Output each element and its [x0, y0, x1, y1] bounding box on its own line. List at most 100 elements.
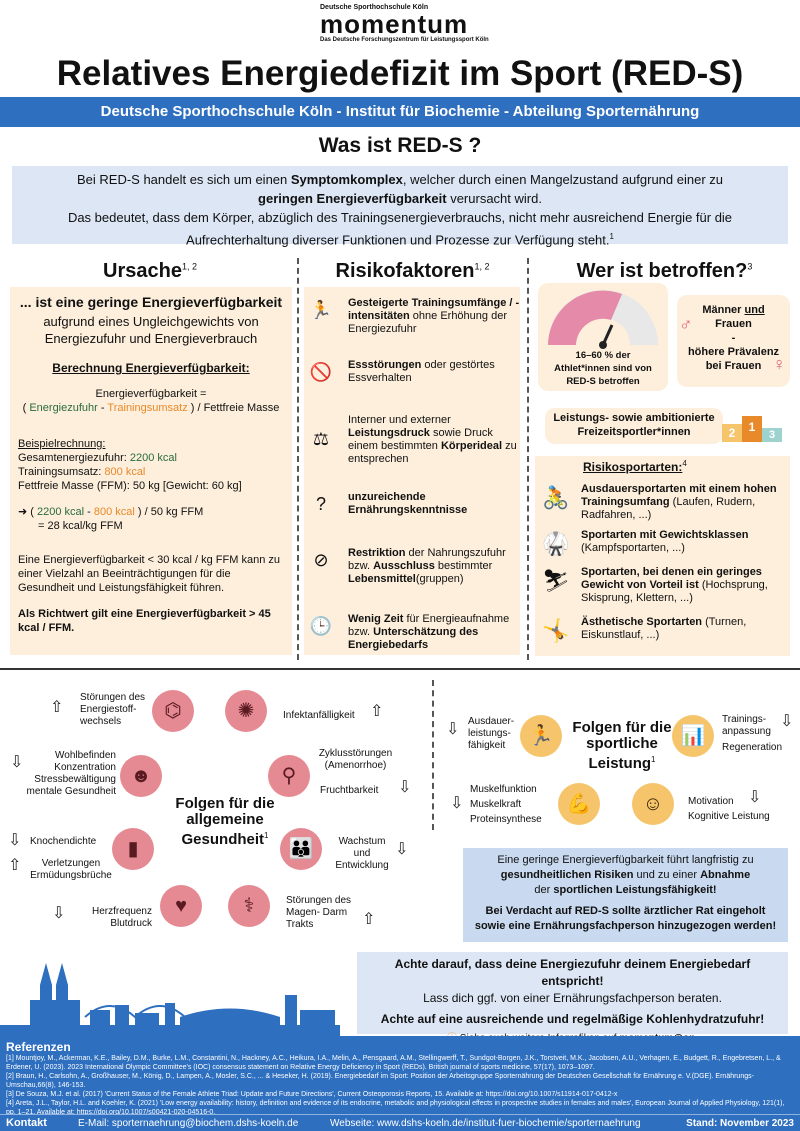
label-line: und: [353, 848, 371, 859]
health-ref: 1: [264, 831, 269, 840]
label-line: Stressbewältigung: [34, 774, 116, 785]
arrow-down-icon: ⇩: [446, 721, 460, 738]
arrow-up-icon: ⇧: [8, 857, 22, 874]
contact-email-link[interactable]: E-Mail: sporternaehrung@biochem.dshs-koe…: [78, 1118, 299, 1129]
label-line: Proteinsynthese: [470, 814, 542, 825]
label-line: Entwicklung: [335, 860, 389, 871]
institution-banner: Deutsche Sporthochschule Köln - Institut…: [0, 97, 800, 127]
gender-text: Männer: [702, 304, 745, 316]
reference-item: [3] De Souza, M.J. et al. (2017) 'Curren…: [6, 1091, 618, 1098]
ursache-note: Eine Energieverfügbarkeit < 30 kcal / kg…: [18, 554, 280, 594]
sport-bold: Ästhetische Sportarten: [581, 616, 703, 628]
ursache-heading: Ursache1, 2: [10, 260, 290, 283]
label-line: Verletzungen: [41, 858, 101, 869]
risk-text: sowie Druck einem bestimmten: [348, 427, 493, 452]
prevalence-gauge: [548, 290, 658, 349]
formula-energiezufuhr: Energiezufuhr: [29, 402, 98, 414]
sports-title: Risikosportarten:4: [583, 459, 687, 474]
label-line: Ausdauer-: [468, 716, 515, 727]
arrow-up-icon: ⇧: [50, 699, 64, 716]
intro-bold: Symptomkomplex: [290, 172, 403, 187]
podium-icon: 2 1 3: [722, 416, 782, 442]
prevalence-line: RED-S betroffen: [566, 376, 640, 387]
label-line: mentale Gesundheit: [26, 786, 116, 797]
arrow-down-icon: ⇩: [52, 905, 66, 922]
risk-box: 🏃 Gesteigerte Trainingsumfänge / -intens…: [304, 287, 520, 655]
bacteria-icon: ✺: [225, 690, 267, 732]
page-title: Relatives Energiedefizit im Sport (RED-S…: [56, 54, 744, 93]
sport-text: (Hochsprung, Skisprung, Klettern, ...): [581, 579, 768, 604]
risk-text: zu entsprechen: [348, 440, 517, 465]
muscle-icon: 💪: [558, 783, 600, 825]
label-line: Muskelkraft: [470, 799, 522, 810]
label-bone-density: Knochendichte: [30, 836, 97, 847]
reference-item: [4] Areta, J.L., Taylor, H.L. and Koehle…: [6, 1100, 785, 1116]
question-bubble-icon: ?: [315, 494, 326, 514]
arrow-down-icon: ⇩: [8, 832, 22, 849]
section-heading-what-is: Was ist RED-S ?: [318, 134, 482, 157]
warning-bold: gesundheitlichen Risiken: [500, 869, 634, 881]
arrow-up-icon: ⇧: [362, 911, 376, 928]
calc-title: Berechnung Energieverfügbarkeit:: [52, 361, 250, 375]
risk-text: (gruppen): [415, 573, 464, 585]
risk-bold: Restriktion: [348, 547, 406, 559]
label-line: Blutdruck: [110, 918, 152, 929]
label-line: fähigkeit: [468, 740, 506, 751]
risk-bold: Leistungsdruck: [348, 427, 430, 439]
section-divider: [0, 668, 800, 670]
warning-box: Eine geringe Energieverfügbarkeit führt …: [463, 848, 788, 942]
gender-box: Männer und Frauen - höhere Prävalenz bei…: [677, 295, 790, 387]
podium-second: 2: [722, 424, 742, 442]
ursache-lead2: aufgrund eines Ungleichgewichts von Ener…: [43, 314, 259, 346]
label-line: Zyklusstörungen: [318, 748, 393, 759]
arrow-down-icon: ⇩: [395, 841, 409, 858]
label-endurance: Ausdauer- leistungs- fähigkeit: [468, 716, 518, 752]
intro-text: Bei RED-S handelt es sich um einen: [76, 172, 291, 187]
prevalence-line: 16–60 % der: [575, 350, 631, 361]
label-motivation: Motivation Kognitive Leistung: [688, 796, 780, 823]
label-gut: Störungen des Magen- Darm Trakts: [286, 895, 366, 931]
contact-website-link[interactable]: Webseite: www.dshs-koeln.de/institut-fue…: [330, 1118, 641, 1129]
ursache-box: ... ist eine geringe Energieverfügbarkei…: [10, 287, 292, 655]
stomach-icon: ⚕: [228, 885, 270, 927]
uterus-icon: ⚲: [268, 755, 310, 797]
skier-icon: ⛷: [542, 568, 570, 593]
example-line2: Trainingsumsatz: 800 kcal: [18, 465, 284, 479]
sport-text: (Laufen, Rudern, Radfahren, ...): [581, 496, 756, 521]
female-symbol-icon: ♀: [772, 354, 787, 374]
advice-line: Lass dich ggf. von einer Ernährungsfachp…: [423, 991, 722, 1005]
affected-ref: 3: [747, 261, 753, 272]
arrow-down-icon: ⇩: [450, 795, 464, 812]
cyclist-icon: 🚴: [542, 485, 570, 510]
calc-line: ➜ ( 2200 kcal - 800 kcal ) / 50 kg FFM: [18, 506, 204, 518]
logo-sub: Das Deutsche Forschungszentrum für Leist…: [320, 37, 489, 43]
advice-line: Achte auf eine ausreichende und regelmäß…: [380, 1012, 765, 1026]
label-line: Trakts: [286, 919, 314, 930]
gender-text: höhere Prävalenz: [687, 346, 780, 358]
sport-bold: Ausdauersportarten mit einem hohen Train…: [581, 483, 777, 508]
label-energy-metabolism: Störungen des Energiestoff- wechsels: [80, 692, 146, 727]
gender-text: Frauen: [715, 318, 752, 330]
prevalence-box: 16–60 % der Athlet*innen sind von RED-S …: [538, 283, 668, 391]
cologne-skyline-illustration: [0, 963, 340, 1040]
intro-text: Das bedeutet, dass dem Körper, abzüglich…: [67, 210, 733, 225]
runner-icon: 🏃: [309, 300, 333, 320]
example-value-training: 800 kcal: [104, 466, 146, 478]
formula-line2: ( Energiezufuhr - Trainingsumsatz ) / Fe…: [18, 401, 284, 415]
risk-bold: Wenig Zeit: [348, 613, 404, 625]
health-title-line: allgemeine: [186, 811, 264, 828]
arrow-down-icon: ⇩: [780, 713, 794, 730]
scale-icon: ⚖: [312, 429, 330, 449]
momentum-logo: Deutsche Sporthochschule Köln momentum D…: [320, 4, 490, 52]
example-line3: Fettfreie Masse (FFM): 50 kg [Gewicht: 6…: [18, 480, 242, 492]
label-line: leistungs-: [468, 728, 511, 739]
references-section: Referenzen [1] Mountjoy, M., Ackerman, K…: [0, 1036, 800, 1116]
formula-part: ) / Fettfreie Masse: [187, 402, 280, 414]
label-line: Muskelfunktion: [470, 784, 537, 795]
sport-bold: Sportarten mit Gewichtsklassen: [581, 529, 749, 541]
risk-bold: Ausschluss: [373, 560, 435, 572]
example-line1: Gesamtenergiezufuhr: 2200 kcal: [18, 451, 284, 465]
molecule-icon: ⌬: [152, 690, 194, 732]
risk-text: der Nahrungszufuhr bzw.: [348, 547, 506, 572]
risk-text: ohne Erhöhung der Energiezufuhr: [348, 310, 507, 335]
